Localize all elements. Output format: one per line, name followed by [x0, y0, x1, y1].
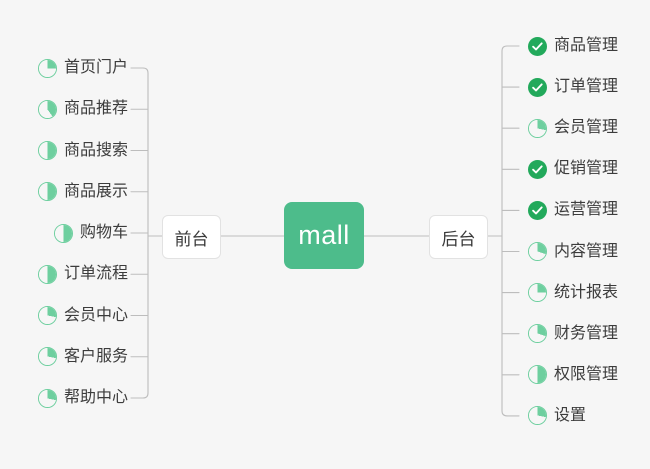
pie-progress-wedge [38, 142, 56, 159]
pie-progress-wedge [529, 119, 546, 137]
leaf-item-label: 促销管理 [554, 160, 619, 178]
pie-progress-icon [37, 182, 57, 202]
leaf-item[interactable]: 商品管理 [528, 34, 618, 58]
pie-progress-wedge [529, 284, 546, 302]
leaf-item[interactable]: 商品推荐 [37, 97, 128, 121]
connector-path [501, 45, 508, 417]
leaf-item[interactable]: 帮助中心 [37, 386, 128, 410]
leaf-item-label: 财务管理 [554, 324, 619, 342]
leaf-item[interactable]: 设置 [528, 404, 586, 428]
leaf-item-label: 设置 [554, 406, 587, 424]
leaf-item[interactable]: 商品展示 [37, 180, 128, 204]
pie-progress-icon [528, 365, 547, 385]
pie-progress-icon [37, 347, 57, 367]
leaf-item-label: 客户服务 [63, 347, 128, 365]
pie-progress-icon [37, 388, 57, 408]
pie-progress-wedge [38, 183, 56, 201]
leaf-item-label: 运营管理 [554, 201, 619, 219]
leaf-item-label: 订单流程 [63, 265, 128, 283]
pie-progress-wedge [38, 265, 56, 283]
branch-node-back-label: 后台 [441, 229, 476, 249]
pie-progress-wedge [38, 348, 56, 366]
pie-progress-icon [528, 242, 547, 261]
leaf-item[interactable]: 财务管理 [528, 322, 618, 346]
check-circle-icon [528, 200, 547, 220]
branch-node-back[interactable]: 后台 [429, 215, 488, 259]
center-node-mall[interactable]: mall [284, 202, 364, 269]
leaf-item-label: 权限管理 [554, 365, 619, 383]
leaf-item[interactable]: 订单流程 [37, 262, 128, 286]
check-circle-icon [528, 159, 547, 179]
pie-progress-icon [37, 58, 57, 78]
leaf-item-label: 购物车 [79, 224, 128, 241]
leaf-item[interactable]: 会员管理 [528, 116, 618, 140]
leaf-item-label: 帮助中心 [63, 389, 128, 406]
leaf-item[interactable]: 促销管理 [528, 157, 618, 181]
leaf-item-label: 会员管理 [554, 119, 619, 137]
pie-progress-icon [528, 118, 547, 138]
pie-progress-icon [53, 223, 73, 243]
pie-progress-wedge [38, 307, 56, 324]
leaf-item-label: 首页门户 [63, 59, 128, 76]
pie-progress-wedge [38, 100, 56, 118]
pie-progress-wedge [38, 59, 56, 77]
pie-progress-wedge [529, 243, 546, 260]
leaf-item[interactable]: 商品搜索 [37, 139, 128, 163]
leaf-item[interactable]: 购物车 [53, 221, 128, 245]
leaf-item[interactable]: 订单管理 [528, 75, 618, 99]
pie-progress-icon [528, 324, 547, 344]
pie-progress-icon [37, 141, 57, 160]
leaf-item[interactable]: 运营管理 [528, 198, 618, 222]
pie-progress-icon [37, 264, 57, 284]
leaf-item-label: 订单管理 [554, 78, 619, 96]
pie-progress-icon [528, 406, 547, 426]
leaf-item-label: 商品推荐 [63, 100, 128, 118]
pie-progress-wedge [529, 407, 546, 425]
pie-progress-wedge [529, 325, 546, 343]
leaf-item-label: 内容管理 [554, 242, 619, 260]
pie-progress-wedge [529, 366, 546, 384]
pie-progress-icon [528, 283, 547, 303]
pie-progress-icon [37, 306, 57, 325]
check-circle-icon [528, 77, 547, 97]
branch-node-front[interactable]: 前台 [162, 215, 221, 259]
leaf-item[interactable]: 会员中心 [37, 304, 128, 328]
pie-progress-wedge [38, 389, 56, 407]
leaf-item[interactable]: 权限管理 [528, 363, 618, 387]
center-node-label: mall [298, 220, 350, 250]
pie-progress-wedge [54, 224, 72, 242]
check-circle-icon [528, 36, 547, 56]
leaf-item-label: 商品管理 [554, 37, 619, 54]
pie-progress-icon [37, 99, 57, 119]
leaf-item-label: 商品搜索 [63, 141, 128, 159]
leaf-item[interactable]: 内容管理 [528, 240, 618, 264]
leaf-item[interactable]: 首页门户 [37, 56, 128, 80]
leaf-item-label: 商品展示 [63, 182, 128, 200]
leaf-item-label: 会员中心 [63, 306, 128, 324]
leaf-item-label: 统计报表 [554, 283, 619, 301]
leaf-item[interactable]: 客户服务 [37, 345, 128, 369]
branch-node-front-label: 前台 [174, 229, 209, 249]
leaf-item[interactable]: 统计报表 [528, 281, 618, 305]
